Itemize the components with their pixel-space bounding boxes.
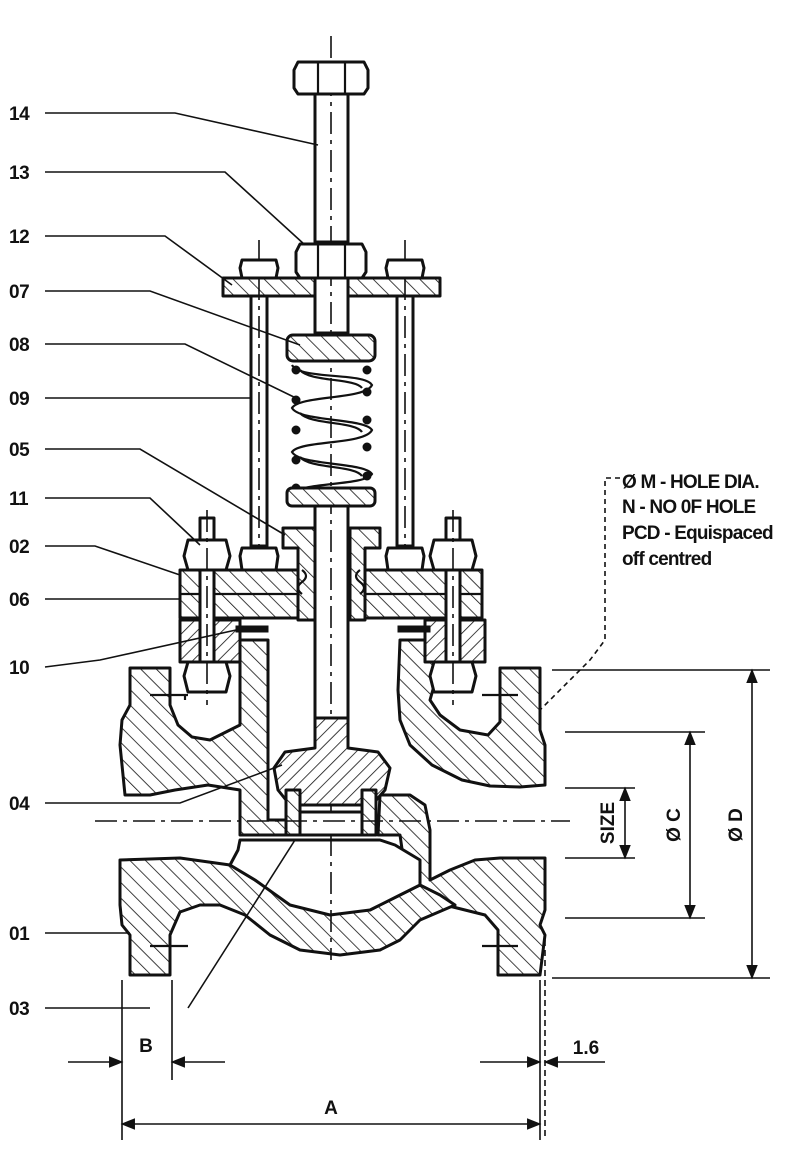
leader-lines: [44, 112, 319, 1009]
part-label-10: 10: [9, 658, 29, 679]
part-label-09: 09: [9, 389, 29, 410]
bonnet-studs: [182, 510, 478, 705]
dimension-flange-od-label: Ø D: [726, 808, 747, 842]
part-label-07: 07: [9, 282, 29, 303]
part-label-13: 13: [9, 163, 29, 184]
hole-note-line-3: PCD - Equispaced: [622, 523, 773, 544]
part-label-04: 04: [9, 794, 30, 815]
seat-ring: [284, 788, 378, 837]
part-label-06: 06: [9, 590, 29, 611]
part-label-05: 05: [9, 440, 30, 461]
upper-spring-plate: [285, 333, 377, 363]
part-label-03: 03: [9, 999, 29, 1020]
dimension-raised-face-label: 1.6: [573, 1038, 599, 1059]
dimensions: SIZE Ø C Ø D B 1.6 A: [68, 668, 770, 1140]
part-label-12: 12: [9, 227, 29, 248]
dimension-size-label: SIZE: [598, 802, 619, 844]
hole-note-line-2: N - NO 0F HOLE: [622, 497, 756, 518]
part-number-labels: 14 13 12 07 08 09 05 11 02 06 10 04 01 0…: [9, 104, 31, 1020]
top-plate: [221, 276, 442, 298]
lock-nut: [294, 242, 368, 280]
dimension-pcd-label: Ø C: [664, 808, 685, 842]
stem: [292, 36, 370, 960]
lower-spring-plate: [285, 486, 377, 508]
hole-note-line-4: off centred: [622, 549, 712, 570]
hole-note-line-1: Ø M - HOLE DIA.: [622, 472, 759, 493]
gasket: [235, 625, 431, 633]
part-label-11: 11: [9, 489, 29, 510]
part-label-14: 14: [9, 104, 30, 125]
dimension-b-label: B: [139, 1036, 153, 1057]
part-label-02: 02: [9, 537, 29, 558]
spring: [290, 364, 374, 495]
part-label-08: 08: [9, 335, 29, 356]
hole-note: Ø M - HOLE DIA. N - NO 0F HOLE PCD - Equ…: [539, 472, 774, 711]
dimension-a-label: A: [324, 1098, 338, 1119]
tie-rods: [238, 240, 426, 572]
part-label-01: 01: [9, 924, 30, 945]
